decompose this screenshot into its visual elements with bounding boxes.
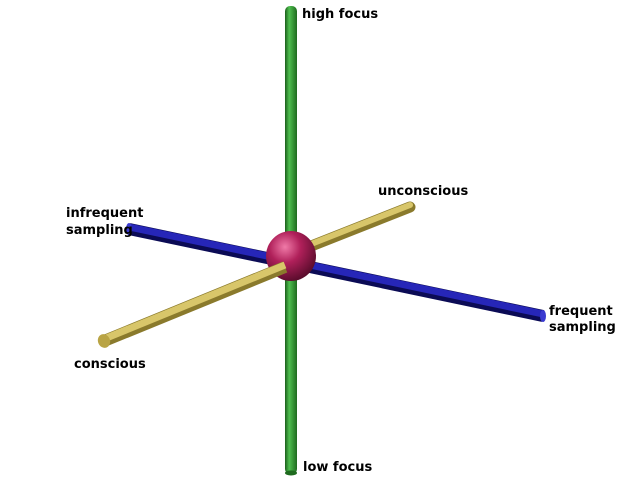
focus-axis-bottom-cap bbox=[285, 470, 297, 476]
infrequent-sampling-label-line2: sampling bbox=[66, 223, 133, 238]
frequent-sampling-label-line1: frequent bbox=[549, 304, 613, 319]
sampling-axis-left-cap bbox=[126, 223, 132, 235]
high-focus-label: high focus bbox=[302, 7, 378, 22]
unconscious-label: unconscious bbox=[378, 184, 468, 199]
consciousness-axis-front-cap bbox=[97, 334, 111, 348]
conscious-label: conscious bbox=[74, 357, 146, 372]
frequent-sampling-label-line2: sampling bbox=[549, 320, 616, 335]
infrequent-sampling-label-line1: infrequent bbox=[66, 206, 143, 221]
low-focus-label: low focus bbox=[303, 460, 372, 475]
sampling-axis-right-cap bbox=[540, 310, 546, 322]
